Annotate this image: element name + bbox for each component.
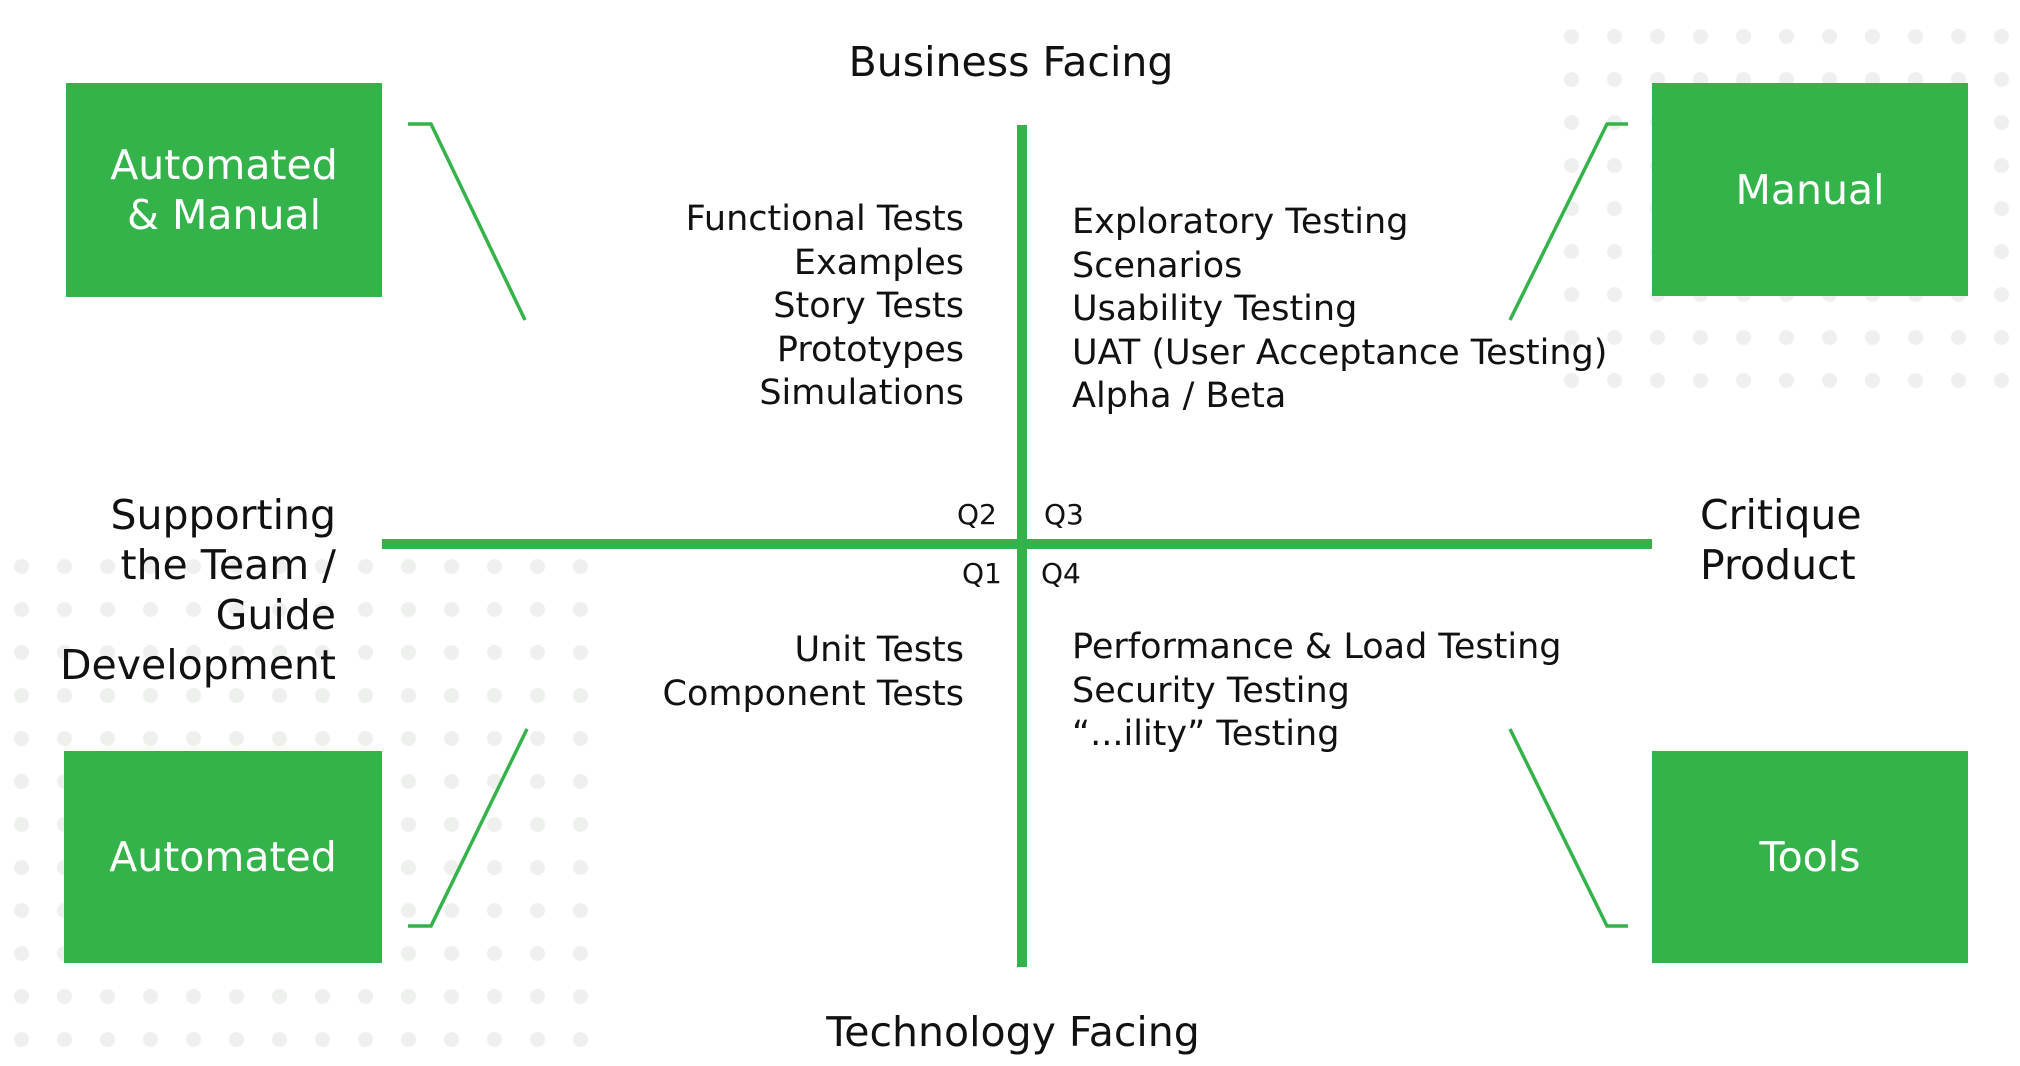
list-item: Security Testing — [1072, 670, 1350, 711]
box-label-line: Automated — [110, 141, 338, 189]
list-item: Prototypes — [776, 329, 964, 370]
side-left-line: Development — [59, 641, 336, 689]
side-right-line: Product — [1700, 541, 1856, 589]
list-item: UAT (User Acceptance Testing) — [1072, 332, 1608, 373]
box-label: Automated — [109, 833, 337, 881]
q4-label: Q4 — [1041, 557, 1081, 590]
list-item: Unit Tests — [794, 630, 964, 670]
list-item: Simulations — [759, 373, 964, 413]
connector-top-right — [1508, 122, 1628, 321]
list-item: Scenarios — [1072, 245, 1243, 286]
automated-box: Automated — [64, 751, 382, 963]
critique-product-label: Critique Product — [1700, 490, 1950, 590]
side-left-line: the Team / — [120, 541, 336, 589]
q3-label: Q3 — [1044, 498, 1084, 531]
automated-and-manual-box: Automated & Manual — [66, 83, 382, 297]
tools-box: Tools — [1652, 751, 1968, 963]
q4-test-list: Performance & Load Testing Security Test… — [1072, 626, 1561, 757]
supporting-the-team-label: Supporting the Team / Guide Development — [30, 490, 336, 690]
box-label: Tools — [1759, 833, 1861, 881]
list-item: Story Tests — [773, 286, 964, 326]
box-label-line: & Manual — [127, 191, 321, 239]
q2-test-list: Functional Tests Examples Story Tests Pr… — [686, 198, 964, 416]
q1-test-list: Unit Tests Component Tests — [663, 629, 964, 716]
business-facing-title: Business Facing — [848, 38, 1174, 86]
list-item: “...ility” Testing — [1072, 714, 1340, 754]
connector-bottom-left — [408, 728, 529, 928]
technology-facing-title: Technology Facing — [826, 1008, 1200, 1056]
box-label: Manual — [1735, 165, 1885, 214]
q2-label: Q2 — [957, 498, 997, 531]
list-item: Exploratory Testing — [1072, 202, 1409, 242]
side-left-line: Guide — [215, 591, 336, 639]
manual-box: Manual — [1652, 83, 1968, 296]
horizontal-axis — [382, 539, 1652, 549]
q3-test-list: Exploratory Testing Scenarios Usability … — [1072, 201, 1607, 419]
list-item: Alpha / Beta — [1072, 376, 1287, 416]
list-item: Performance & Load Testing — [1072, 627, 1562, 667]
side-left-line: Supporting — [110, 491, 336, 539]
q1-label: Q1 — [962, 557, 1002, 590]
connector-top-left — [408, 122, 527, 321]
list-item: Functional Tests — [685, 199, 964, 239]
list-item: Usability Testing — [1072, 289, 1358, 329]
side-right-line: Critique — [1700, 491, 1862, 539]
connector-bottom-right — [1508, 728, 1628, 928]
list-item: Examples — [793, 242, 964, 283]
list-item: Component Tests — [662, 673, 964, 714]
